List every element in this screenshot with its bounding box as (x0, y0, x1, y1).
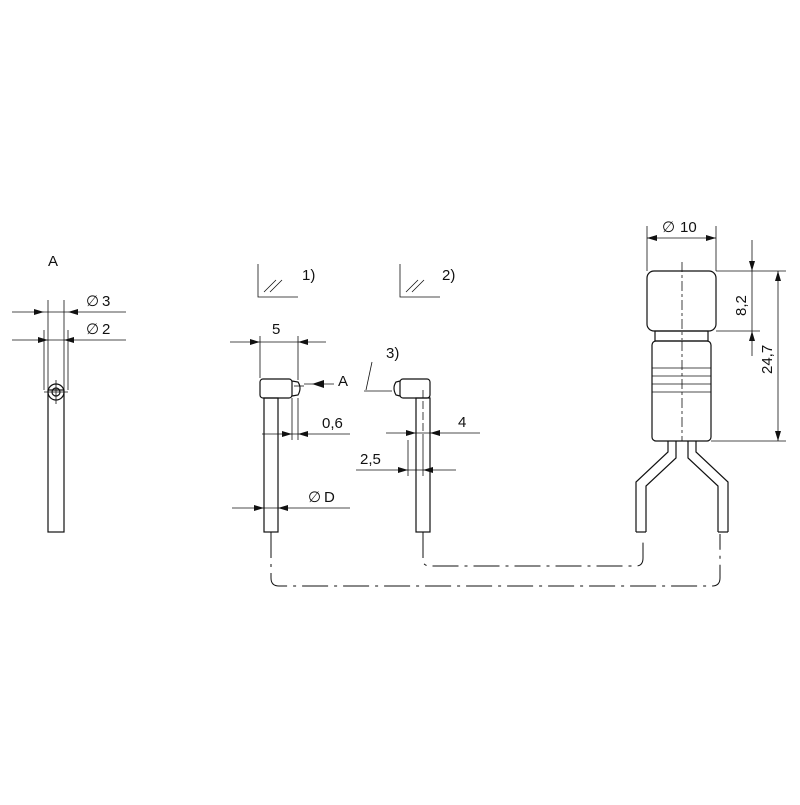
note-1-label: 1) (302, 267, 315, 284)
connector: ∅ 10 8,2 24,7 (635, 219, 786, 533)
surface-symbol-2-frame (399, 264, 440, 298)
connector-body (651, 340, 712, 442)
dim-8-2-arrow-bottom (749, 331, 755, 341)
dim-2-5-arrow-right (423, 467, 433, 473)
probe-1: 5 A 0,6 ∅ D (230, 321, 350, 533)
cable-probe-2 (422, 532, 644, 567)
dim-10-value: 10 (680, 219, 697, 236)
dim-dia2-symbol: ∅ (86, 321, 99, 338)
dim-24-7-arrow-bottom (775, 431, 781, 441)
dim-2-5-value: 2,5 (360, 451, 381, 468)
dim-dia3-symbol: ∅ (86, 293, 99, 310)
connector-split-outer (645, 441, 719, 532)
dim-D-value: D (324, 489, 335, 506)
surface-symbol-1: 1) (257, 264, 315, 298)
dim-24-7-value: 24,7 (759, 345, 776, 374)
dim-2-5-arrow-left (398, 467, 408, 473)
dim-8-2-value: 8,2 (733, 295, 750, 316)
note-2-label: 2) (442, 267, 455, 284)
dim-D-arrow-left (254, 505, 264, 511)
dim-dia2-arrow-left (38, 337, 48, 343)
dim-10-symbol: ∅ (662, 219, 675, 236)
dim-5-value: 5 (272, 321, 280, 338)
dim-0-6-arrow-left (282, 431, 292, 437)
probe-2-tip (393, 380, 401, 397)
surface-symbol-2-hatch-b (411, 279, 425, 293)
surface-symbol-1-hatch-a (263, 279, 277, 293)
dim-D-symbol: ∅ (308, 489, 321, 506)
dim-8-2-arrow-top (749, 261, 755, 271)
dim-dia2-arrow-right (64, 337, 74, 343)
dim-10-arrow-left (647, 235, 657, 241)
dim-0-6-arrow-right (298, 431, 308, 437)
connector-split-inner (635, 441, 729, 532)
dim-5-arrow-left (250, 339, 260, 345)
cable-probe-1 (270, 532, 721, 587)
dim-0-6-value: 0,6 (322, 415, 343, 432)
view-arrow-a-head (312, 380, 324, 388)
dim-dia3-value: 3 (102, 293, 110, 310)
probe-1-rod (263, 397, 279, 533)
note-3-leader (365, 361, 373, 391)
probe-1-head (259, 378, 293, 399)
dim-5-arrow-right (298, 339, 308, 345)
dim-4-arrow-right (430, 430, 440, 436)
view-a: A ∅ 3 ∅ 2 (12, 253, 126, 533)
surface-symbol-2: 2) (399, 264, 455, 298)
dim-24-7-arrow-top (775, 271, 781, 281)
probe-1-tip (291, 380, 301, 397)
surface-symbol-1-frame (257, 264, 298, 298)
probe-2: 3) 4 2,5 (356, 345, 644, 567)
connector-neck (654, 330, 709, 342)
view-a-label: A (48, 253, 58, 270)
dim-dia3-arrow-left (34, 309, 44, 315)
dim-4-arrow-left (406, 430, 416, 436)
probe-2-head (399, 378, 431, 399)
dim-10-arrow-right (706, 235, 716, 241)
note-3-label: 3) (386, 345, 399, 362)
dim-4-value: 4 (458, 414, 466, 431)
view-arrow-a-label: A (338, 373, 348, 390)
surface-symbol-1-hatch-b (269, 279, 283, 293)
connector-nut (646, 270, 717, 332)
surface-symbol-2-hatch-a (405, 279, 419, 293)
view-a-rod (47, 389, 65, 533)
dim-dia2-value: 2 (102, 321, 110, 338)
dim-D-arrow-right (278, 505, 288, 511)
dim-dia3-arrow-right (68, 309, 78, 315)
